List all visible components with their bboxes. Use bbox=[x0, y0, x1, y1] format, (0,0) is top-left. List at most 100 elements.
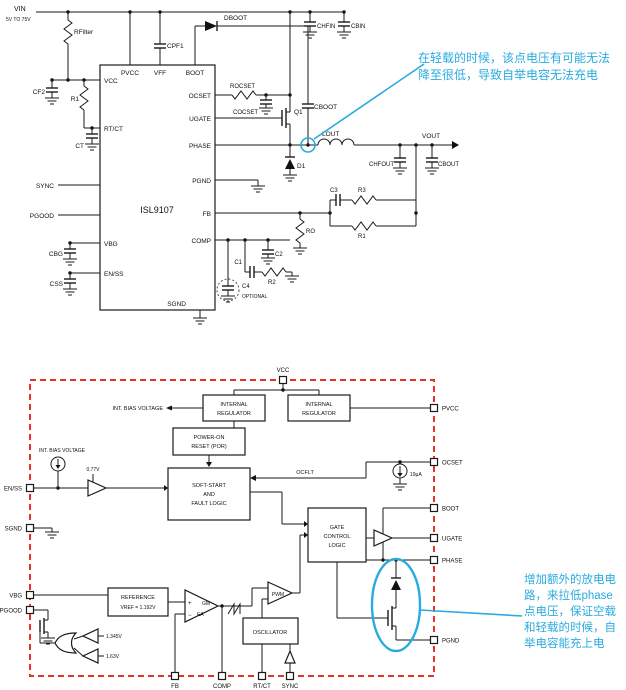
top-schematic: VIN 5V TO 75V RFilter CF2 R1 CT bbox=[6, 6, 459, 325]
por-line1: POWER-ON bbox=[194, 435, 225, 441]
phase-net bbox=[215, 143, 318, 147]
cboot-label: CBOOT bbox=[314, 104, 337, 111]
pin-vcc: VCC bbox=[104, 78, 118, 85]
ss-line1: SOFT-START bbox=[192, 483, 226, 489]
cbin-cap: CBIN bbox=[336, 10, 365, 39]
chfin-cap: CHFIN bbox=[302, 10, 335, 39]
pin-vbg-label: VBG bbox=[9, 594, 22, 600]
cbin-label: CBIN bbox=[351, 24, 365, 30]
pgood-monitor: PGOOD 1.345V 1.63V bbox=[0, 605, 123, 664]
pin-ugate-label: UGATE bbox=[442, 537, 462, 543]
chip-name: ISL9107 bbox=[140, 205, 174, 215]
rfilter: RFilter bbox=[63, 10, 94, 80]
int-bias-top-label: INT. BIAS VOLTAGE bbox=[112, 406, 163, 412]
cpf1-cap: CPF1 bbox=[153, 10, 184, 65]
pgood-pin-label: PGOOD bbox=[30, 213, 55, 220]
pin-pvcc-label: PVCC bbox=[442, 407, 459, 413]
pwm-comparator: PWM bbox=[227, 532, 308, 616]
v077-label: 0.77V bbox=[86, 467, 100, 473]
pin-enss: EN/SS bbox=[104, 271, 124, 278]
por-line2: RESET (POR) bbox=[191, 444, 227, 450]
pin-vcc-top: VCC bbox=[233, 368, 320, 395]
int-bias-left-label: INT. BIAS VOLTAGE bbox=[39, 448, 86, 454]
r1-fb-label: R1 bbox=[358, 234, 366, 240]
reg2-line2: REGULATOR bbox=[302, 411, 336, 417]
pin-vbg: VBG bbox=[104, 241, 118, 248]
css-cap: CSS bbox=[50, 271, 100, 296]
annotation-pointer-bottom bbox=[419, 609, 523, 617]
pin-phase-label: PHASE bbox=[442, 559, 462, 565]
enss-chain: EN/SS INT. BIAS VOLTAGE 0.77V bbox=[4, 448, 168, 497]
rfilter-label: RFilter bbox=[74, 29, 94, 36]
q1-mosfet: Q1 bbox=[215, 104, 303, 145]
sync-wire: SYNC bbox=[36, 183, 100, 190]
cpf1-label: CPF1 bbox=[167, 43, 184, 50]
reg1-line1: INTERNAL bbox=[220, 402, 247, 408]
ic-boundary-dashed bbox=[29, 379, 435, 677]
pin-pgnd-label: PGND bbox=[442, 639, 460, 645]
driver-output-stage: BOOT UGATE PHASE bbox=[366, 503, 462, 565]
d1-diode: D1 bbox=[282, 145, 306, 182]
chfout-cap: CHFOUT bbox=[369, 143, 408, 175]
annotation-pointer-top bbox=[300, 63, 425, 153]
lout-inductor: LOUT VOUT bbox=[317, 131, 459, 149]
block-diagram: VCC INTERNAL REGULATOR INTERNAL REGULATO… bbox=[0, 368, 523, 690]
v163-label: 1.63V bbox=[106, 654, 120, 660]
reg1-line2: REGULATOR bbox=[217, 411, 251, 417]
optional-label: OPTIONAL bbox=[242, 294, 268, 300]
internal-regulator-1: INTERNAL REGULATOR bbox=[202, 394, 266, 422]
annotation-bottom: 增加额外的放电电路，来拉低phase点电压，保证空载和轻载的时候，自举电容能充上… bbox=[524, 574, 616, 651]
sgnd-stub: SGND bbox=[167, 301, 208, 325]
bottom-pins: FB COMP RT/CT SYNC bbox=[170, 671, 299, 690]
css-label: CSS bbox=[50, 281, 64, 288]
c4-label: C4 bbox=[242, 284, 250, 290]
r2-label: R2 bbox=[268, 280, 276, 286]
pin-rtct-label: RT/CT bbox=[253, 684, 271, 690]
ct-cap: CT bbox=[75, 126, 100, 151]
discharge-circuit: PGND bbox=[336, 557, 460, 653]
pin-comp: COMP bbox=[192, 238, 212, 245]
reg2-line1: INTERNAL bbox=[305, 402, 332, 408]
pin-ocset-label: OCSET bbox=[442, 461, 463, 467]
ea-minus: − bbox=[188, 613, 192, 619]
pgnd-wire bbox=[215, 179, 266, 193]
internal-regulator-2: INTERNAL REGULATOR bbox=[287, 394, 351, 422]
cboot-cap: CBOOT bbox=[301, 26, 337, 147]
pin-pgood-label: PGOOD bbox=[0, 609, 23, 615]
ss-line2: AND bbox=[203, 492, 215, 498]
pvcc-stub bbox=[128, 10, 132, 65]
ea-plus: + bbox=[188, 601, 192, 607]
pin-phase: PHASE bbox=[189, 143, 212, 150]
c3-label: C3 bbox=[330, 188, 338, 194]
ocflt-label: OCFLT bbox=[296, 470, 314, 476]
pin-boot: BOOT bbox=[186, 70, 204, 77]
sgnd-bd: SGND bbox=[5, 523, 60, 539]
pin-boot-label: BOOT bbox=[442, 507, 459, 513]
pin-fb-label: FB bbox=[171, 684, 179, 690]
pgood-wire: PGOOD bbox=[30, 213, 100, 220]
pin-fb: FB bbox=[203, 211, 211, 218]
annotation-top: 在轻载的时候，该点电压有可能无法降至很低，导致自举电容无法充电 bbox=[418, 51, 611, 83]
pin-ugate: UGATE bbox=[189, 116, 212, 123]
pin-ocset: OCSET bbox=[189, 93, 211, 100]
por-block: POWER-ON RESET (POR) bbox=[172, 421, 246, 467]
ss-line3: FAULT LOGIC bbox=[191, 501, 226, 507]
pin-pvcc: PVCC bbox=[121, 70, 139, 77]
cbout-label: CBOUT bbox=[438, 162, 459, 168]
lout-label: LOUT bbox=[322, 131, 339, 138]
c2-label: C2 bbox=[275, 252, 283, 258]
vin-label: VIN bbox=[14, 6, 26, 13]
gate-control-block: GATE CONTROL LOGIC bbox=[307, 507, 367, 563]
reference-block: REFERENCE VREF = 1.192V VBG bbox=[9, 587, 169, 617]
vcc-wire bbox=[52, 78, 100, 82]
osc-label: OSCILLATOR bbox=[253, 630, 287, 636]
ocset-current-label: 19µA bbox=[410, 472, 422, 478]
highlight-ellipse bbox=[370, 557, 422, 653]
gate-line3: LOGIC bbox=[328, 543, 345, 549]
pin-sync-label: SYNC bbox=[282, 684, 299, 690]
ref-line2: VREF = 1.192V bbox=[121, 605, 157, 611]
dboot-diode: DBOOT bbox=[194, 15, 308, 65]
gate-line1: GATE bbox=[330, 525, 345, 531]
